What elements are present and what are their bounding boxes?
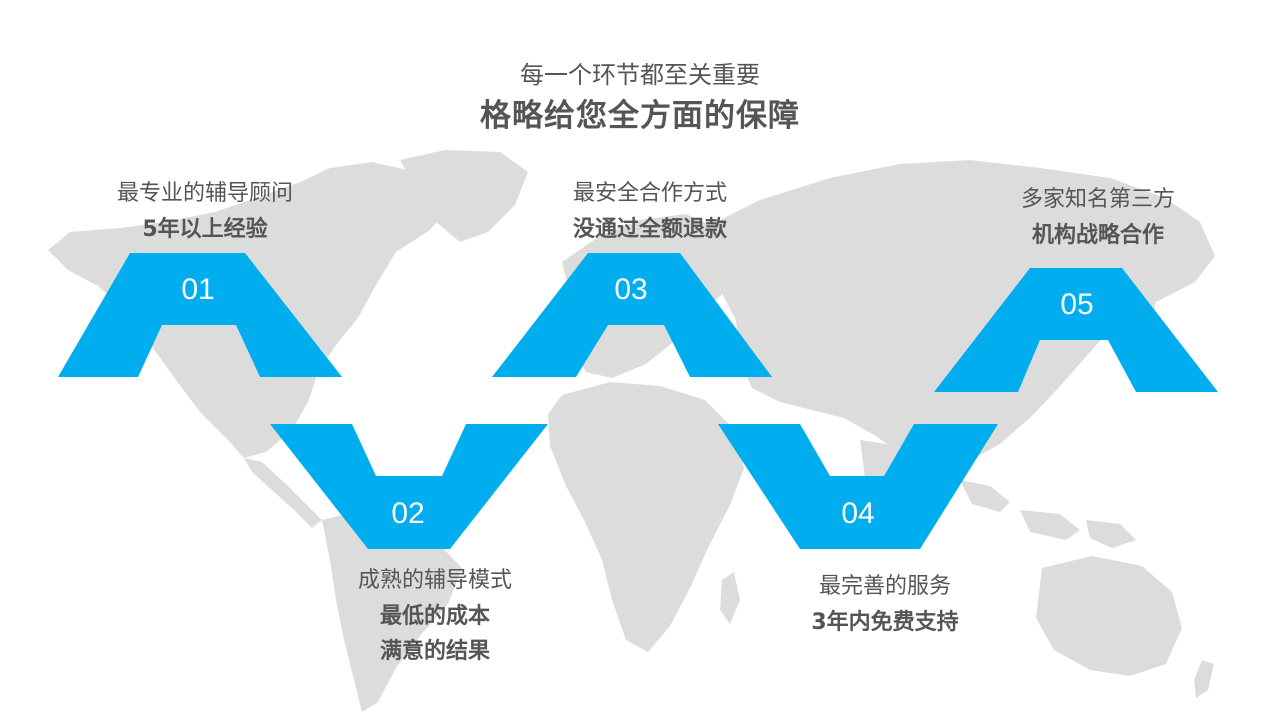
step-01-detail: 5年以上经验	[142, 216, 268, 242]
step-04-detail: 3年内免费支持	[811, 609, 959, 635]
step-05-detail: 机构战略合作	[1031, 222, 1164, 248]
step-03-title: 最安全合作方式	[572, 181, 727, 206]
step-01-title: 最专业的辅导顾问	[116, 181, 293, 206]
step-shape-01	[58, 253, 342, 377]
step-04-title: 最完善的服务	[818, 574, 951, 599]
step-02-title: 成熟的辅导模式	[357, 568, 512, 593]
step-shape-03	[492, 253, 772, 377]
step-05-title: 多家知名第三方	[1020, 187, 1175, 212]
step-shape-05	[934, 268, 1218, 392]
step-number-05: 05	[1060, 288, 1094, 321]
page-title: 格略给您全方面的保障	[480, 98, 800, 134]
step-shape-02	[270, 424, 548, 549]
step-label-05: 多家知名第三方 机构战略合作	[948, 186, 1248, 249]
step-label-01: 最专业的辅导顾问 5年以上经验	[55, 180, 355, 243]
step-number-04: 04	[841, 497, 875, 530]
step-02-detail: 最低的成本	[379, 603, 490, 629]
step-number-01: 01	[181, 273, 215, 306]
step-03-detail: 没通过全额退款	[572, 216, 727, 242]
step-number-02: 02	[391, 497, 425, 530]
step-02-detail-2: 满意的结果	[379, 639, 490, 664]
subtitle: 每一个环节都至关重要	[520, 61, 760, 89]
step-label-02: 成熟的辅导模式 最低的成本 满意的结果	[285, 567, 585, 666]
step-shape-04	[718, 424, 998, 549]
step-number-03: 03	[614, 273, 648, 306]
step-label-04: 最完善的服务 3年内免费支持	[735, 573, 1035, 636]
step-label-03: 最安全合作方式 没通过全额退款	[500, 180, 800, 243]
